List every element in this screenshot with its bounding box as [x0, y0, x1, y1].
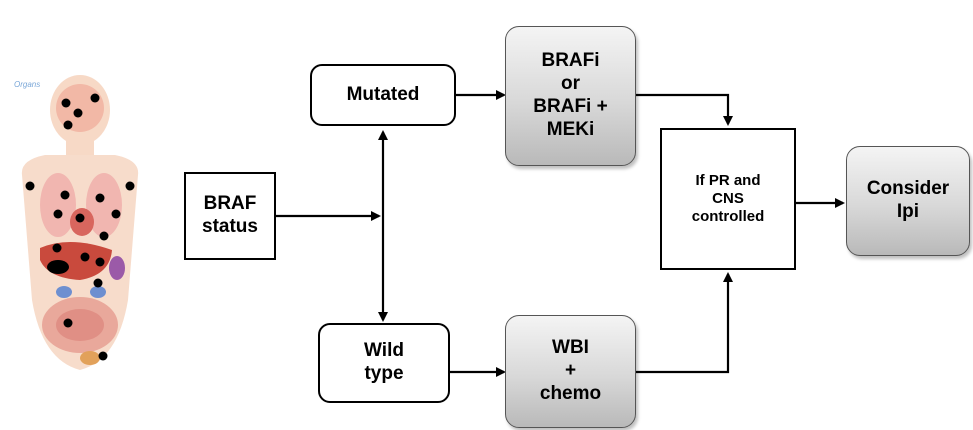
marker — [61, 98, 71, 108]
marker — [95, 257, 105, 267]
braf-status-box: BRAF status — [184, 172, 276, 260]
right-kidney — [90, 286, 106, 298]
marker — [95, 193, 105, 203]
marker — [73, 108, 83, 118]
arrow-brafi-to-ifpr — [636, 93, 733, 126]
mutated-label: Mutated — [346, 83, 420, 105]
marker — [93, 278, 103, 288]
marker — [25, 181, 35, 191]
marker — [63, 318, 73, 328]
arrow-wbi-to-ifpr — [636, 272, 733, 374]
intestines-inner — [56, 309, 104, 341]
wild-type-label: Wild type — [364, 340, 404, 384]
consider-ipi-box: Consider Ipi — [846, 146, 970, 256]
left-lung — [40, 173, 76, 237]
if-pr-label: If PR and CNS controlled — [691, 172, 765, 225]
marker — [80, 252, 90, 262]
marker — [75, 213, 85, 223]
braf-status-label: BRAF status — [202, 193, 258, 237]
organs-label: Organs — [14, 80, 41, 89]
if-pr-box: If PR and CNS controlled — [660, 128, 796, 270]
wbi-chemo-box: WBI + chemo — [505, 315, 636, 428]
spleen — [109, 256, 125, 280]
marker — [99, 231, 109, 241]
marker — [60, 190, 70, 200]
marker — [98, 351, 108, 361]
right-lung — [86, 173, 122, 237]
brafi-box: BRAFi or BRAFi + MEKi — [505, 26, 636, 166]
left-kidney — [56, 286, 72, 298]
marker — [53, 209, 63, 219]
marker — [52, 243, 62, 253]
marker — [47, 260, 69, 274]
wbi-chemo-label: WBI + chemo — [539, 337, 602, 404]
marker — [125, 181, 135, 191]
metastasis-markers — [25, 93, 135, 361]
marker — [63, 120, 73, 130]
mutated-box: Mutated — [310, 64, 456, 126]
wild-type-box: Wild type — [318, 323, 450, 403]
marker — [90, 93, 100, 103]
bladder — [80, 351, 100, 365]
brafi-label: BRAFi or BRAFi + MEKi — [533, 50, 608, 140]
marker — [111, 209, 121, 219]
consider-ipi-label: Consider Ipi — [866, 178, 950, 222]
